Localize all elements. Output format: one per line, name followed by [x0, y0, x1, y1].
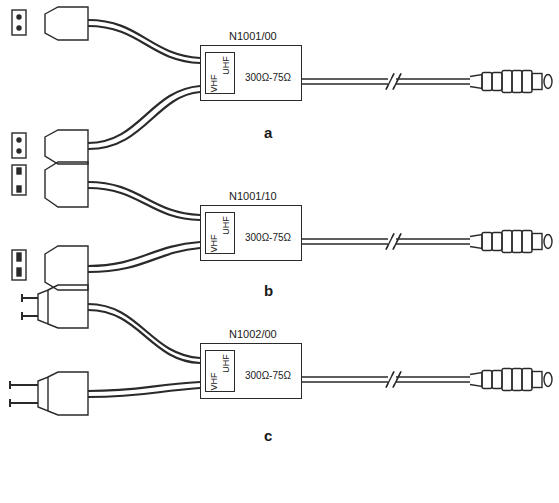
band-label: VHF: [210, 234, 219, 252]
band-label: VHF: [210, 372, 219, 390]
plugs-b: [12, 162, 470, 290]
band-selector: VHFUHF: [205, 52, 235, 94]
impedance-label: 300Ω-75Ω: [245, 73, 291, 83]
cable-breaks: [386, 74, 401, 388]
type-number: N1001/00: [229, 31, 277, 42]
coax-connectors: [470, 71, 552, 391]
figure-letter: b: [264, 283, 273, 298]
impedance-label: 300Ω-75Ω: [245, 233, 291, 243]
adapter-box: VHFUHFN1001/00300Ω-75Ω: [200, 45, 302, 101]
type-number: N1001/10: [229, 191, 277, 202]
band-label: UHF: [222, 56, 231, 75]
adapter-box: VHFUHFN1002/00300Ω-75Ω: [200, 343, 302, 399]
figure-letter: c: [264, 428, 272, 443]
type-number: N1002/00: [229, 329, 277, 340]
plugs-a: [12, 7, 470, 164]
impedance-label: 300Ω-75Ω: [245, 371, 291, 381]
figure-letter: a: [264, 125, 272, 140]
band-selector: VHFUHF: [205, 212, 235, 254]
adapter-box: VHFUHFN1001/10300Ω-75Ω: [200, 205, 302, 261]
band-selector: VHFUHF: [205, 350, 235, 392]
band-label: UHF: [222, 216, 231, 235]
band-label: VHF: [210, 74, 219, 92]
band-label: UHF: [222, 354, 231, 373]
plugs-c: [10, 285, 470, 415]
